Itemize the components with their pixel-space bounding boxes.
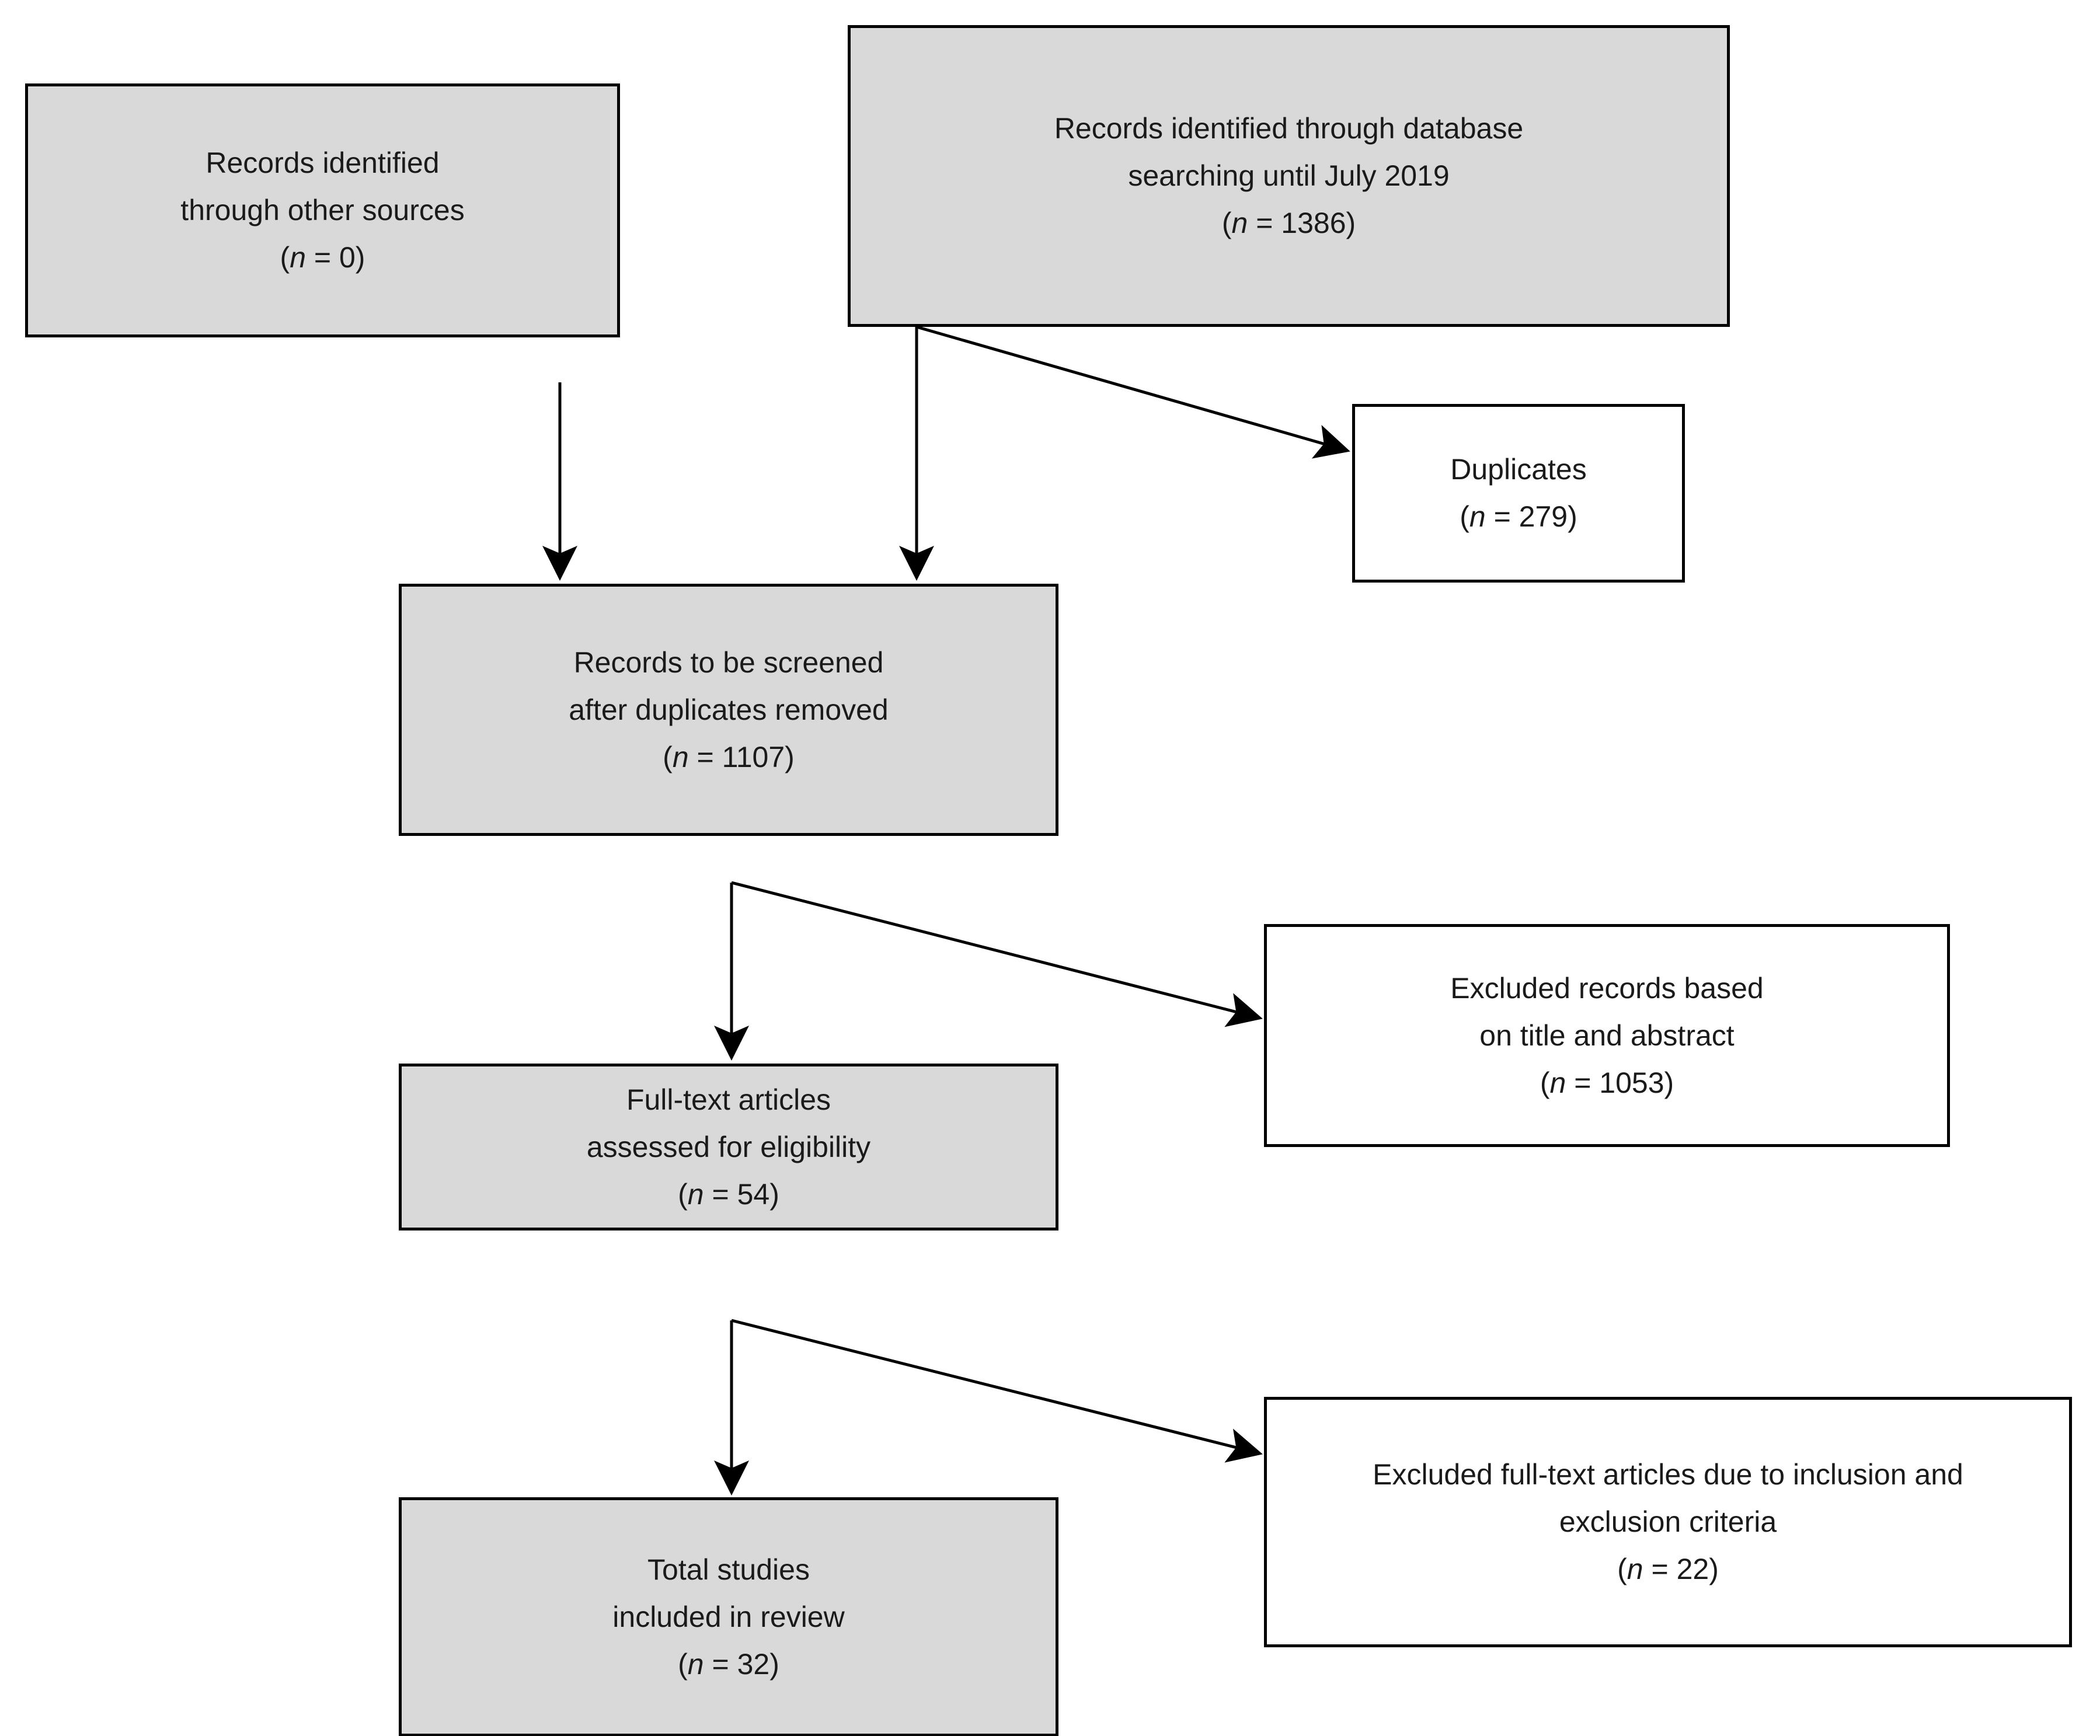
n-value: 279 <box>1519 500 1568 533</box>
node-count: (n = 1386) <box>1221 207 1356 239</box>
node-line-1: Full-text articles <box>626 1083 831 1116</box>
node-count: (n = 22) <box>1617 1553 1719 1585</box>
n-symbol: n <box>1469 500 1486 533</box>
node-line-1: Excluded records based <box>1450 971 1764 1005</box>
edge-fulltext-to-excluded-fulltext <box>731 1319 1263 1463</box>
node-records-database-searching: Records identified through database sear… <box>848 25 1730 327</box>
n-symbol: n <box>1627 1553 1643 1585</box>
n-symbol: n <box>290 241 306 274</box>
node-excluded-title-abstract: Excluded records based on title and abst… <box>1264 924 1950 1147</box>
node-line-2: through other sources <box>180 194 465 226</box>
n-value: 0 <box>339 241 356 274</box>
node-duplicates: Duplicates (n = 279) <box>1352 404 1685 583</box>
n-symbol: n <box>1231 207 1248 239</box>
node-line-2: on title and abstract <box>1479 1019 1735 1052</box>
n-value: 54 <box>737 1177 770 1211</box>
node-records-other-sources: Records identified through other sources… <box>25 83 620 337</box>
edge-database-to-duplicates <box>916 325 1350 459</box>
edge-screened-to-excluded-title <box>731 881 1263 1027</box>
node-count: (n = 1107) <box>663 740 795 773</box>
node-total-studies-included: Total studies included in review (n = 32… <box>399 1497 1058 1736</box>
node-excluded-full-text-articles: Excluded full-text articles due to inclu… <box>1264 1397 2072 1647</box>
node-line-2: after duplicates removed <box>569 693 889 726</box>
node-line-2: searching until July 2019 <box>1128 159 1450 192</box>
node-count: (n = 54) <box>678 1177 779 1211</box>
node-line-2: exclusion criteria <box>1559 1505 1777 1538</box>
n-symbol: n <box>687 1177 704 1211</box>
node-count: (n = 0) <box>280 241 365 274</box>
n-value: 22 <box>1676 1553 1709 1585</box>
node-line-1: Excluded full-text articles due to inclu… <box>1373 1458 1963 1491</box>
node-full-text-articles: Full-text articles assessed for eligibil… <box>399 1064 1058 1230</box>
n-symbol: n <box>687 1647 704 1681</box>
n-value: 1053 <box>1599 1066 1664 1099</box>
n-symbol: n <box>1549 1066 1566 1099</box>
node-line-1: Total studies <box>647 1553 810 1586</box>
node-line-1: Records identified <box>206 147 440 179</box>
n-symbol: n <box>672 740 689 773</box>
node-count: (n = 1053) <box>1540 1066 1674 1099</box>
n-value: 32 <box>737 1647 770 1681</box>
node-line-1: Duplicates <box>1450 453 1587 486</box>
node-records-to-be-screened: Records to be screened after duplicates … <box>399 584 1058 836</box>
node-line-2: assessed for eligibility <box>586 1130 871 1163</box>
n-value: 1386 <box>1281 207 1346 239</box>
n-value: 1107 <box>722 740 785 773</box>
node-count: (n = 279) <box>1460 500 1577 533</box>
node-line-2: included in review <box>612 1600 845 1633</box>
node-line-1: Records identified through database <box>1054 112 1524 145</box>
node-count: (n = 32) <box>678 1647 779 1681</box>
node-line-1: Records to be screened <box>573 646 884 679</box>
